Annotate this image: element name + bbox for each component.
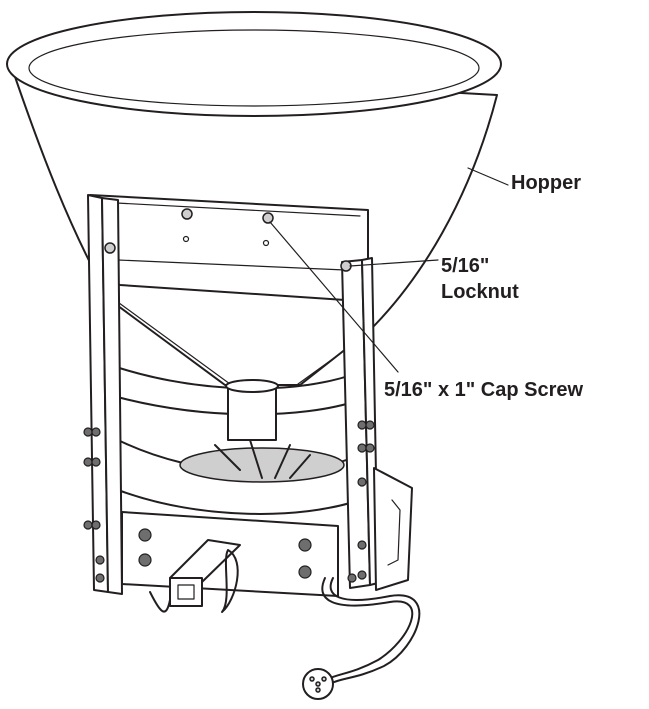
plug-pin-3: [315, 687, 321, 693]
hopper-rim-inner: [28, 29, 480, 107]
hole-right: [262, 239, 270, 247]
bolt-top-left: [181, 208, 193, 220]
spinner-fins: [214, 439, 311, 479]
side-bolts: [83, 420, 375, 583]
hopper: [6, 11, 502, 386]
plate-bolt-2: [138, 553, 152, 567]
cap-screw-label: 5/16" x 1" Cap Screw: [384, 379, 584, 401]
drop-tube: [227, 384, 277, 441]
harness-cable-2: [321, 577, 421, 691]
spinner-assembly: [109, 364, 361, 515]
hitch-tube-end: [169, 577, 203, 607]
plate-bolt-4: [298, 565, 312, 579]
drop-tube-cap: [225, 379, 279, 393]
plug-pin-center: [315, 681, 321, 687]
hopper-rim-outer: [6, 11, 502, 117]
locknut-size-label: 5/16": [441, 255, 489, 277]
plate-bolt-3: [298, 538, 312, 552]
motor-box-side: [373, 467, 413, 591]
hopper-leader: [467, 167, 509, 186]
hopper-label: Hopper: [511, 172, 581, 194]
hitch-tube-hole: [177, 584, 195, 600]
harness-cable: [315, 577, 414, 689]
locknut-left: [104, 242, 116, 254]
cap-screw-leader: [269, 221, 399, 373]
frame-top-plate-edge: [97, 201, 361, 271]
hitch-pin: [221, 549, 239, 613]
plate-bolt-1: [138, 528, 152, 542]
frame-left-upright-inner: [101, 197, 123, 595]
plug-pin-1: [309, 676, 315, 682]
motor-box-detail: [387, 499, 401, 566]
wire-harness: [302, 577, 421, 700]
leader-lines: [269, 167, 509, 373]
locknut-name-label: Locknut: [441, 281, 519, 303]
locknut-leader: [349, 259, 439, 267]
spinner-disc: [179, 447, 345, 483]
hitch-clip: [149, 591, 171, 613]
frame-top-plate: [89, 194, 369, 301]
hitch-mount: [121, 511, 339, 613]
mount-frame: [83, 194, 379, 595]
cap-screw-head: [262, 212, 274, 224]
motor-box: [373, 467, 413, 591]
plug-pin-2: [321, 676, 327, 682]
hole-left: [182, 235, 190, 243]
